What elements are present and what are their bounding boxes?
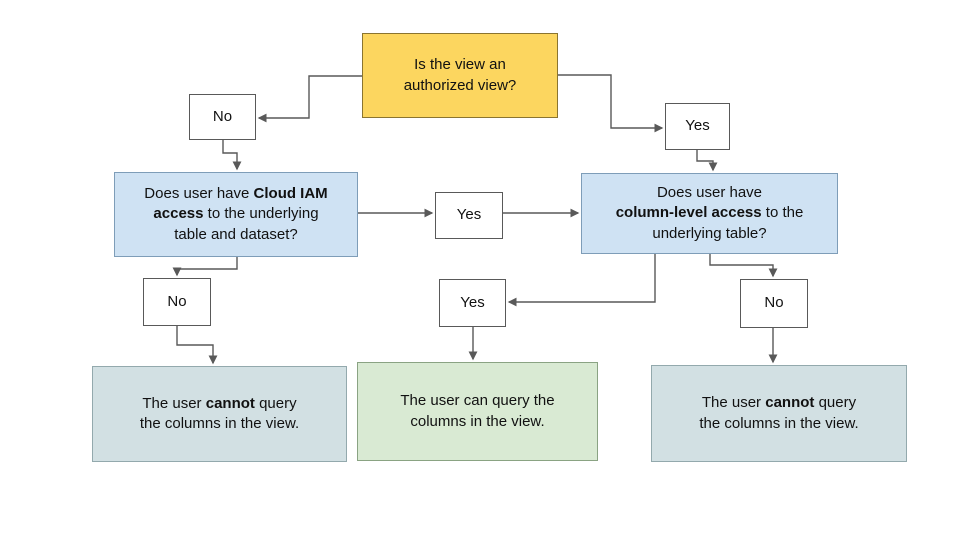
connector-iam-to-no-bottom	[172, 257, 238, 277]
branch-no-bottom-left: No	[143, 278, 211, 326]
branch-label: Yes	[685, 117, 710, 135]
connector-column-to-no-bottom	[709, 254, 778, 278]
connector-yes-to-column-question	[696, 150, 718, 172]
branch-yes-bottom-middle: Yes	[439, 279, 506, 327]
branch-label: No	[212, 107, 233, 125]
branch-label: Yes	[456, 206, 482, 224]
branch-label: No	[167, 292, 187, 310]
connector-no-to-outcome-left	[176, 326, 218, 365]
branch-yes-top-right: Yes	[665, 103, 730, 150]
branch-no-bottom-right: No	[740, 279, 808, 328]
connector-root-to-no	[257, 75, 362, 123]
branch-no-top-left: No	[189, 94, 256, 140]
connector-no-to-iam-question	[222, 140, 242, 171]
connector-column-to-yes-bottom	[507, 254, 656, 307]
branch-label: Yes	[460, 293, 485, 311]
connector-root-to-yes	[558, 74, 664, 133]
branch-label: No	[764, 294, 784, 312]
branch-yes-middle: Yes	[435, 192, 503, 239]
